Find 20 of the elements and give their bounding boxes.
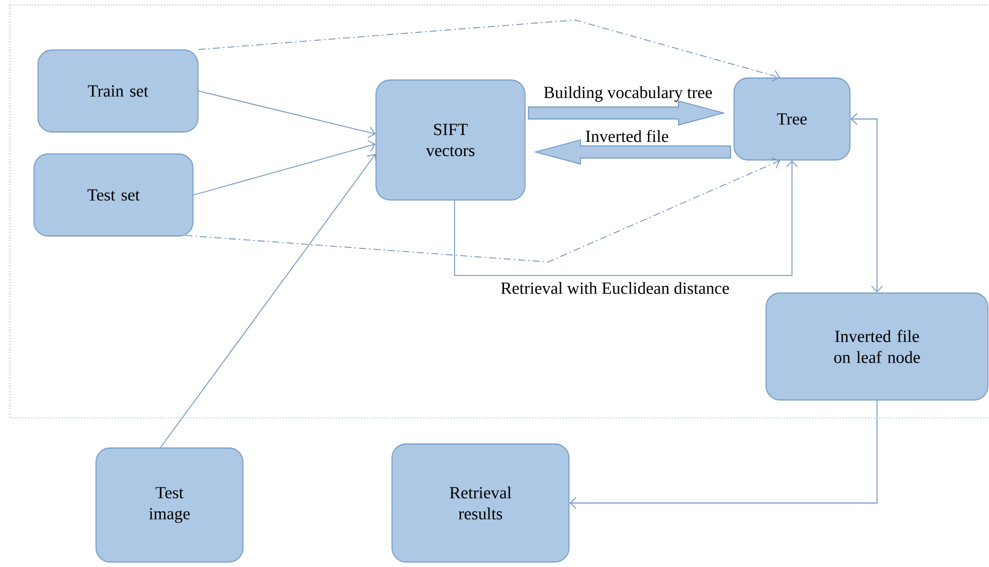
- arrow: [198, 20, 780, 82]
- arrow: [160, 154, 376, 448]
- process-box: Retrieval results: [392, 444, 570, 562]
- arrow: [193, 140, 376, 196]
- arrow: [454, 160, 798, 276]
- arrow: [569, 400, 878, 509]
- arrow: [198, 90, 376, 138]
- arrow: [850, 113, 883, 293]
- process-box: SIFT vectors: [376, 80, 526, 200]
- block-arrow: [528, 100, 726, 126]
- block-arrow: [534, 139, 731, 165]
- process-box: Train set: [38, 50, 198, 132]
- process-box: Tree: [734, 78, 850, 160]
- process-box: Test set: [34, 154, 194, 236]
- process-box: Test image: [96, 448, 244, 562]
- arrow: [185, 158, 780, 262]
- process-box: Inverted file on leaf node: [766, 292, 988, 400]
- edge-label: Building vocabulary tree: [544, 86, 712, 102]
- edge-label: Inverted file: [586, 130, 668, 142]
- edge-label: Retrieval with Euclidean distance: [501, 282, 729, 294]
